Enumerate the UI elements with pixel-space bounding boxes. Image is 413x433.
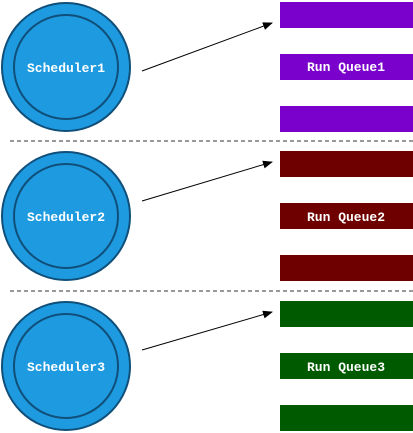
run-queue-3-label: Run Queue3 <box>307 360 385 375</box>
scheduler-group-1: Scheduler1 Run Queue1 <box>1 2 413 132</box>
scheduler-1-inner-circle <box>13 14 119 120</box>
run-queue-1-slot-bottom <box>280 106 413 132</box>
run-queue-2-slot-bottom <box>280 255 413 281</box>
run-queue-3-slot-top <box>280 301 413 327</box>
run-queue-3-slot-middle <box>280 353 413 379</box>
scheduler-3-inner-circle <box>13 313 119 419</box>
run-queue-3-slot-bottom <box>280 405 413 431</box>
run-queue-1-slot-middle <box>280 54 413 80</box>
run-queue-1-label: Run Queue1 <box>307 60 385 75</box>
run-queue-2-label: Run Queue2 <box>307 210 385 225</box>
scheduler-group-3: Scheduler3 Run Queue3 <box>1 301 413 431</box>
scheduler-2-arrow <box>141 160 273 202</box>
scheduler-3-arrow <box>141 310 273 351</box>
scheduler-1-arrow <box>141 22 273 72</box>
run-queue-2-slot-top <box>280 151 413 177</box>
scheduler-group-2: Scheduler2 Run Queue2 <box>1 151 413 281</box>
scheduler-2-inner-circle <box>13 163 119 269</box>
scheduler-3-label: Scheduler3 <box>27 360 105 375</box>
scheduler-1-label: Scheduler1 <box>27 61 105 76</box>
run-queue-2-slot-middle <box>280 203 413 229</box>
run-queue-1-slot-top <box>280 2 413 28</box>
scheduler-2-label: Scheduler2 <box>27 210 105 225</box>
